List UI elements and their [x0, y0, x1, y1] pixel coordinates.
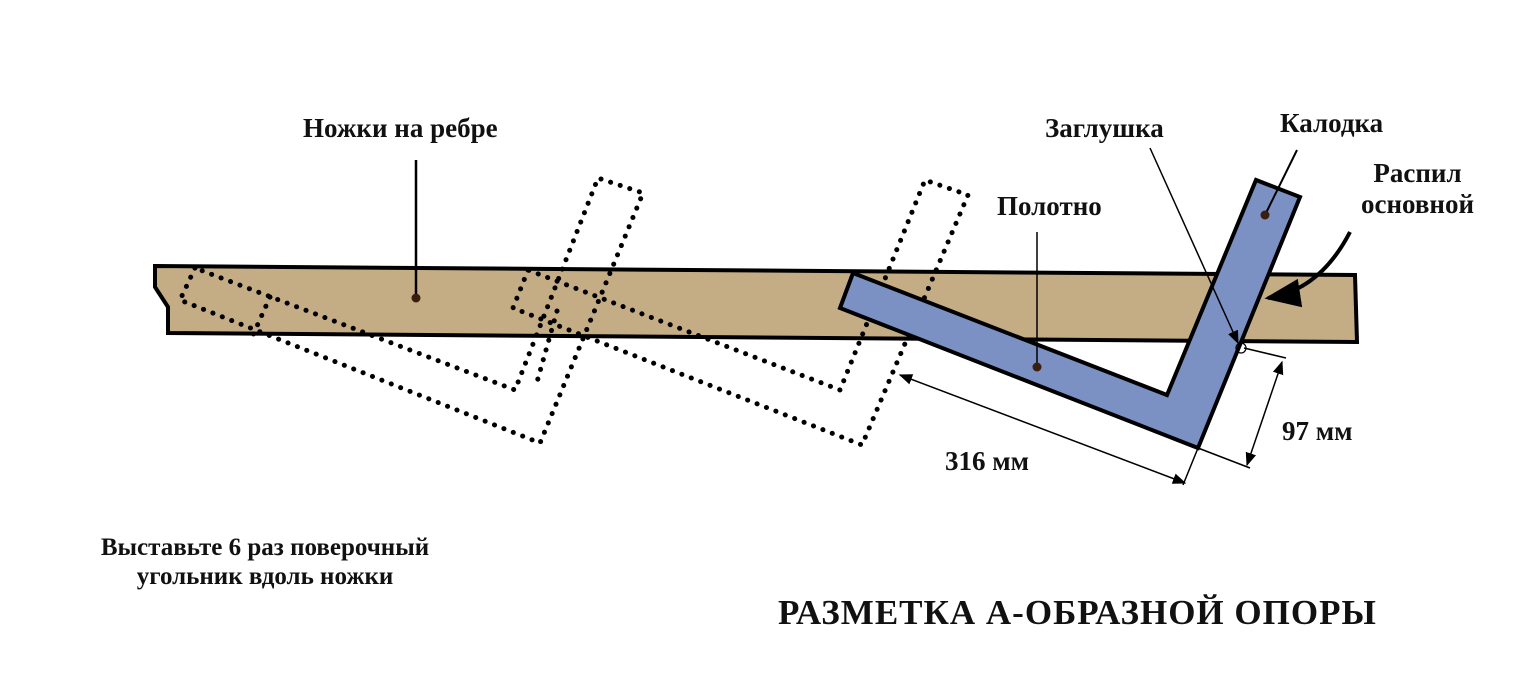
label-main-cut: Распил основной [1345, 158, 1490, 220]
blade-dot [1032, 362, 1042, 372]
legs-dot [411, 293, 421, 303]
instruction-text: Выставьте 6 раз поверочный угольник вдол… [40, 534, 490, 592]
label-legs-on-edge: Ножки на ребре [303, 113, 498, 143]
dim-97-extension-top [1243, 347, 1287, 359]
label-main-cut-line1: Распил [1373, 158, 1462, 188]
dotted-square-2 [509, 176, 972, 449]
label-plug: Заглушка [1045, 113, 1164, 143]
instruction-line1: Выставьте 6 раз поверочный [100, 534, 430, 561]
main-cut-arrow [1264, 231, 1352, 308]
dim-316-line [898, 374, 1187, 484]
stock-dot [1260, 210, 1270, 220]
dim-97-line [1245, 360, 1284, 467]
plug-leader-line [1149, 147, 1239, 345]
instruction-line2: угольник вдоль ножки [136, 562, 394, 590]
board-leg [153, 263, 1360, 345]
label-stock: Калодка [1280, 108, 1384, 138]
dim-97-extension-bottom [1197, 447, 1251, 469]
label-blade: Полотно [997, 191, 1102, 221]
dimension-97-label: 97 мм [1282, 416, 1353, 446]
label-main-cut-line2: основной [1360, 189, 1475, 220]
dotted-mark-2 [534, 308, 560, 385]
dim-316-extension [1182, 447, 1199, 486]
dimension-316-label: 316 мм [945, 446, 1030, 476]
dotted-square-positions [176, 174, 972, 449]
dotted-square-1 [176, 174, 647, 447]
diagram-title: РАЗМЕТКА А-ОБРАЗНОЙ ОПОРЫ [778, 593, 1377, 632]
stock-leader-line [1264, 149, 1298, 216]
dotted-mark-1 [250, 294, 273, 338]
